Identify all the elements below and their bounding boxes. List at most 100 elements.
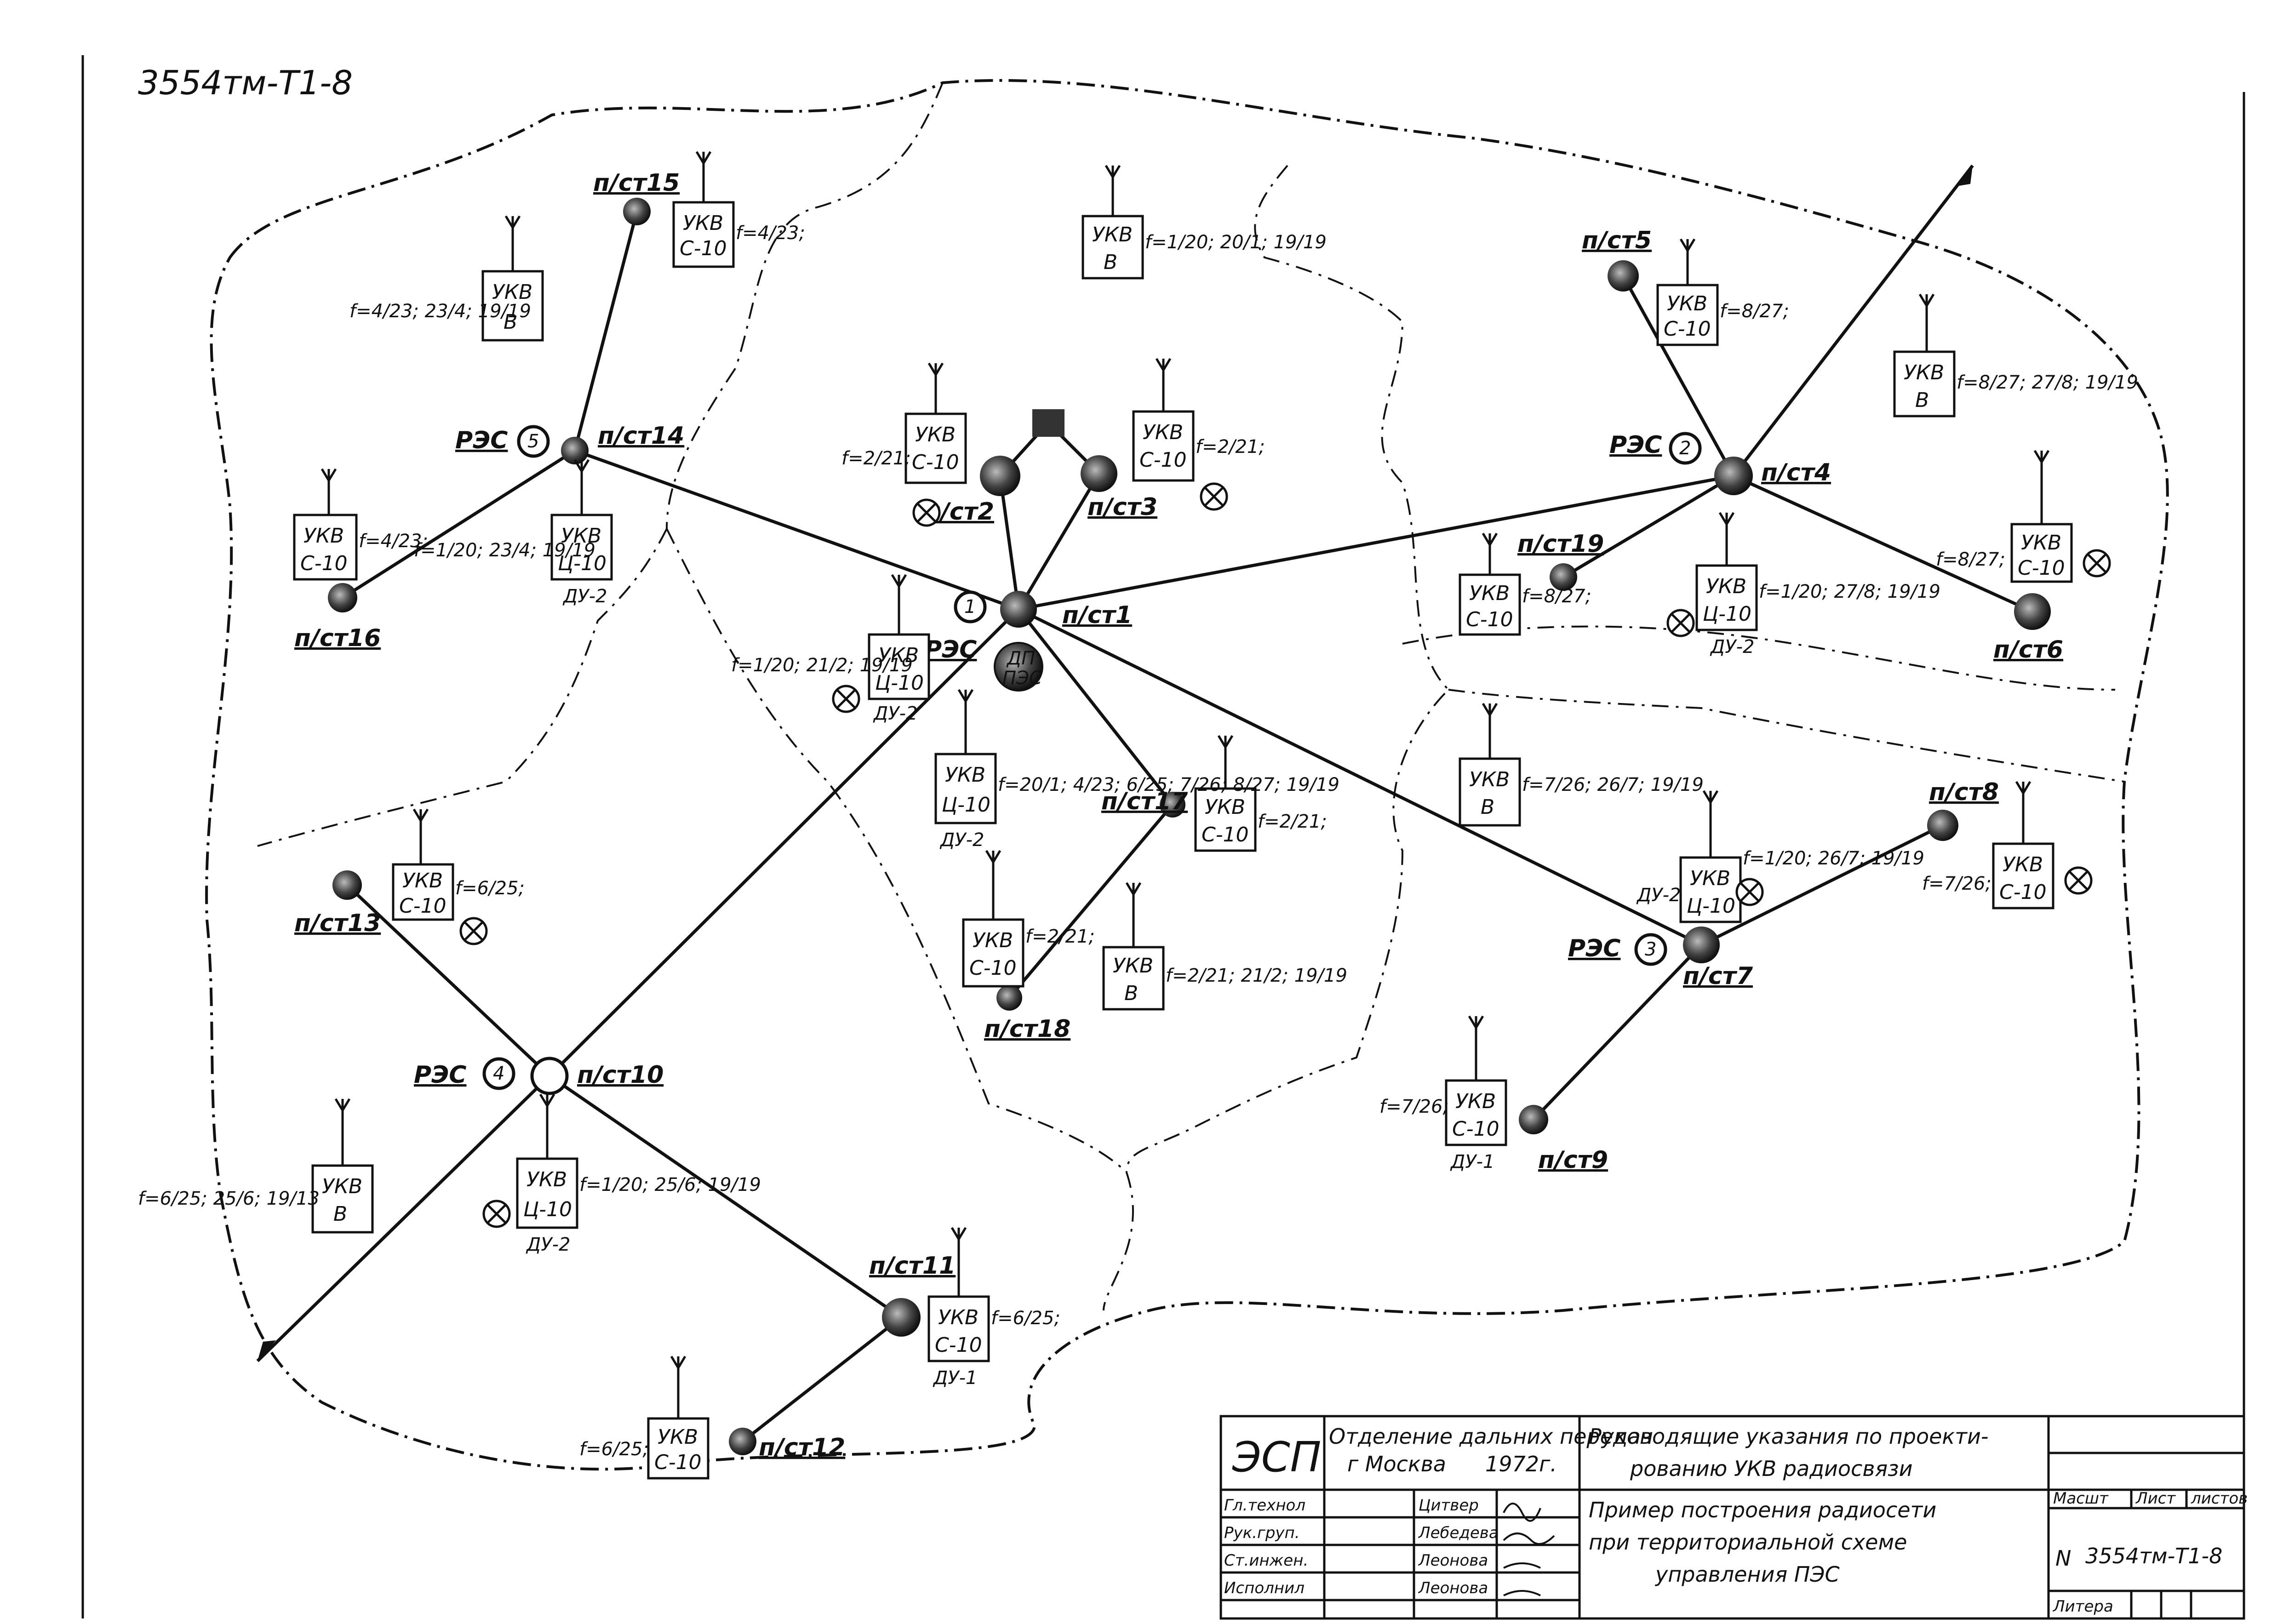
box-text: В bbox=[1915, 389, 1929, 412]
box-mid-right-v bbox=[1459, 757, 1521, 827]
label-st16: п/ст16 bbox=[294, 624, 381, 652]
link-st4-st5 bbox=[1621, 275, 1735, 477]
role: Исполнил bbox=[1224, 1579, 1305, 1597]
label-st4: п/ст4 bbox=[1761, 459, 1831, 486]
label-st14: п/ст14 bbox=[598, 422, 684, 450]
box-text: Ц-10 bbox=[942, 793, 990, 817]
res3-label: РЭС bbox=[1568, 935, 1620, 962]
box-text: Ц-10 bbox=[558, 552, 607, 575]
res3-circle bbox=[1634, 933, 1667, 966]
link-st14-st15 bbox=[573, 211, 639, 451]
dispatch-block bbox=[1032, 409, 1064, 437]
col-scale: Масшт bbox=[2053, 1489, 2109, 1508]
crossed-circle-icon bbox=[912, 498, 941, 527]
antenna-icon bbox=[1482, 703, 1498, 759]
node-st18 bbox=[996, 985, 1022, 1011]
dept-line2: г Москва bbox=[1347, 1452, 1446, 1476]
role: Ст.инжен. bbox=[1224, 1551, 1308, 1570]
freq-label: f=1/20; 25/6; 19/19 bbox=[579, 1174, 761, 1195]
box-text: УКВ bbox=[915, 423, 956, 446]
name: Леонова bbox=[1418, 1551, 1488, 1570]
title-line1: Руководящие указания по проекти- bbox=[1589, 1424, 1989, 1449]
antenna-icon bbox=[927, 362, 944, 414]
node-st17 bbox=[1160, 792, 1185, 818]
antenna-icon bbox=[1217, 735, 1234, 789]
box-text: УКВ bbox=[683, 212, 723, 235]
antenna-icon bbox=[1155, 358, 1172, 412]
subtitle-line2: при территориальной схеме bbox=[1589, 1530, 1907, 1555]
label-st13: п/ст13 bbox=[294, 909, 381, 937]
node-st8 bbox=[1927, 810, 1958, 841]
box-res5 bbox=[550, 514, 613, 581]
antenna-icon bbox=[670, 1355, 687, 1418]
freq-label: f=1/20; 23/4; 19/19 bbox=[414, 540, 595, 561]
box-text: С-10 bbox=[1452, 1117, 1499, 1141]
box-text: УКВ bbox=[938, 1306, 979, 1329]
pes-label: ПЭС bbox=[1002, 668, 1042, 689]
box-text: Ц-10 bbox=[523, 1198, 572, 1221]
box-text: С-10 bbox=[1664, 317, 1711, 341]
box-text: В bbox=[504, 310, 517, 334]
du-label: ДУ-2 bbox=[562, 586, 607, 607]
box-text: С-10 bbox=[1999, 881, 2047, 904]
res4-circle bbox=[482, 1057, 515, 1090]
res1-number: 1 bbox=[964, 596, 976, 618]
node-st1 bbox=[1000, 591, 1037, 628]
number-prefix: N bbox=[2055, 1546, 2071, 1571]
box-text: Ц-10 bbox=[875, 671, 924, 695]
freq-label: f=4/23; bbox=[359, 531, 428, 552]
box-text: УКВ bbox=[526, 1168, 567, 1191]
box-text: УКВ bbox=[973, 929, 1013, 952]
box-text: УКВ bbox=[402, 869, 443, 892]
node-st10 bbox=[530, 1057, 569, 1095]
freq-label: f=1/20; 20/1; 19/19 bbox=[1145, 232, 1327, 253]
node-st7 bbox=[1683, 926, 1720, 963]
du-label: ДУ-1 bbox=[933, 1367, 978, 1389]
label-st17: п/ст17 bbox=[1101, 788, 1188, 815]
node-st3 bbox=[1081, 455, 1117, 492]
box-res2 bbox=[1695, 564, 1758, 631]
res4-number: 4 bbox=[493, 1063, 504, 1084]
link-st10-st11 bbox=[549, 1075, 902, 1319]
freq-label: f=1/20; 27/8; 19/19 bbox=[1759, 581, 1940, 602]
freq-label: f=1/20; 21/2; 19/19 bbox=[731, 655, 913, 676]
du-label: ДУ-2 bbox=[1710, 636, 1755, 658]
name: Лебедева bbox=[1418, 1524, 1499, 1542]
crossed-circle-icon bbox=[2083, 549, 2111, 578]
box-text: УКВ bbox=[1667, 292, 1707, 315]
freq-label: f=6/25; bbox=[991, 1308, 1060, 1329]
box-text: УКВ bbox=[1706, 575, 1746, 598]
box-text: С-10 bbox=[1139, 448, 1187, 472]
res-markers: РЭС 1 РЭС 2 РЭС 3 РЭС 4 РЭС 5 ДП ПЭС bbox=[414, 425, 1702, 1090]
year: 1972г. bbox=[1485, 1452, 1557, 1476]
box-text: В bbox=[333, 1202, 347, 1226]
label-st11: п/ст11 bbox=[869, 1252, 956, 1280]
freq-label: f=2/21; 21/2; 19/19 bbox=[1166, 965, 1347, 986]
link-st4-st19 bbox=[1562, 474, 1734, 579]
res1-label: РЭС bbox=[924, 636, 977, 663]
crossed-circle-icon bbox=[1200, 482, 1228, 511]
box-text: УКВ bbox=[1455, 1090, 1496, 1113]
link-st11-st12 bbox=[741, 1316, 903, 1443]
subtitle-line1: Пример построения радиосети bbox=[1589, 1498, 1936, 1522]
node-st5 bbox=[1608, 260, 1639, 292]
crossed-circle-icon bbox=[832, 685, 860, 713]
link-st10-antenna bbox=[256, 1075, 551, 1362]
box-text: УКВ bbox=[1469, 582, 1510, 605]
antenna-icon bbox=[2015, 781, 2031, 844]
box-text: УКВ bbox=[561, 524, 601, 548]
freq-label: f=4/23; bbox=[736, 223, 805, 244]
station-nodes bbox=[328, 198, 2051, 1455]
box-text: УКВ bbox=[303, 524, 344, 548]
title-block: ЭСП Отделение дальних передач г Москва 1… bbox=[1219, 1415, 2248, 1620]
du-label: ДУ-2 bbox=[526, 1234, 571, 1255]
freq-label: f=20/1; 4/23; 6/25; 7/26; 8/27; 19/19 bbox=[998, 774, 1339, 795]
antenna-icon bbox=[1468, 1015, 1484, 1081]
box-st18 bbox=[962, 918, 1024, 988]
node-st9 bbox=[1519, 1105, 1548, 1134]
box-text: Ц-10 bbox=[1703, 602, 1751, 626]
control-point-labels: ДУ-2 ДУ-2 ДУ-2 ДУ-2 ДУ-2 ДУ-1 ДУ-2 ДУ-1 bbox=[526, 586, 1755, 1389]
box-text: УКВ bbox=[2021, 531, 2061, 555]
freq-label: f=2/21; bbox=[1025, 926, 1095, 947]
box-text: С-10 bbox=[399, 894, 446, 918]
